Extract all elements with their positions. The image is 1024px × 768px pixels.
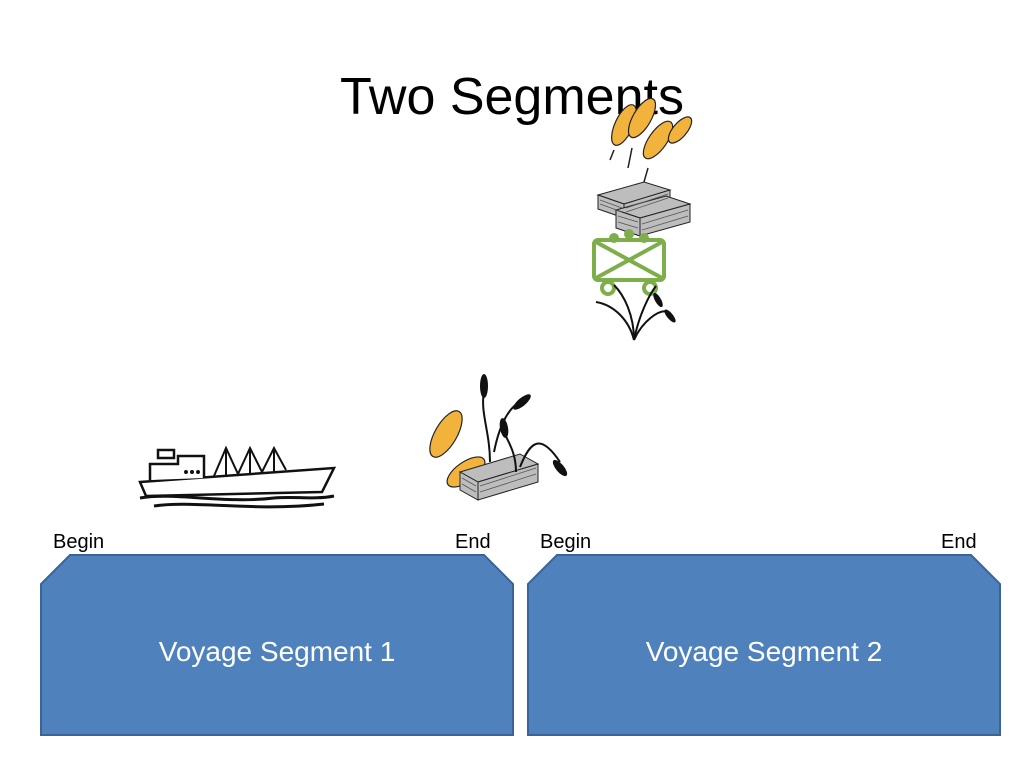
ship-icon <box>134 440 344 515</box>
slide-title: Two Segments <box>340 68 684 126</box>
voyage-segment-2-label: Voyage Segment 2 <box>645 636 883 667</box>
voyage-segment-2[interactable]: Voyage Segment 2 <box>527 554 1001 736</box>
cargo-stack-icon <box>584 90 704 345</box>
wheat-bale-icon <box>420 372 570 512</box>
segment-1-begin-label: Begin <box>53 531 105 553</box>
segment-2-end-label: End <box>941 531 977 553</box>
voyage-segment-1[interactable]: Voyage Segment 1 <box>40 554 514 736</box>
voyage-segment-1-label: Voyage Segment 1 <box>158 636 396 667</box>
segment-1-end-label: End <box>455 531 491 553</box>
segment-2-begin-label: Begin <box>540 531 592 553</box>
